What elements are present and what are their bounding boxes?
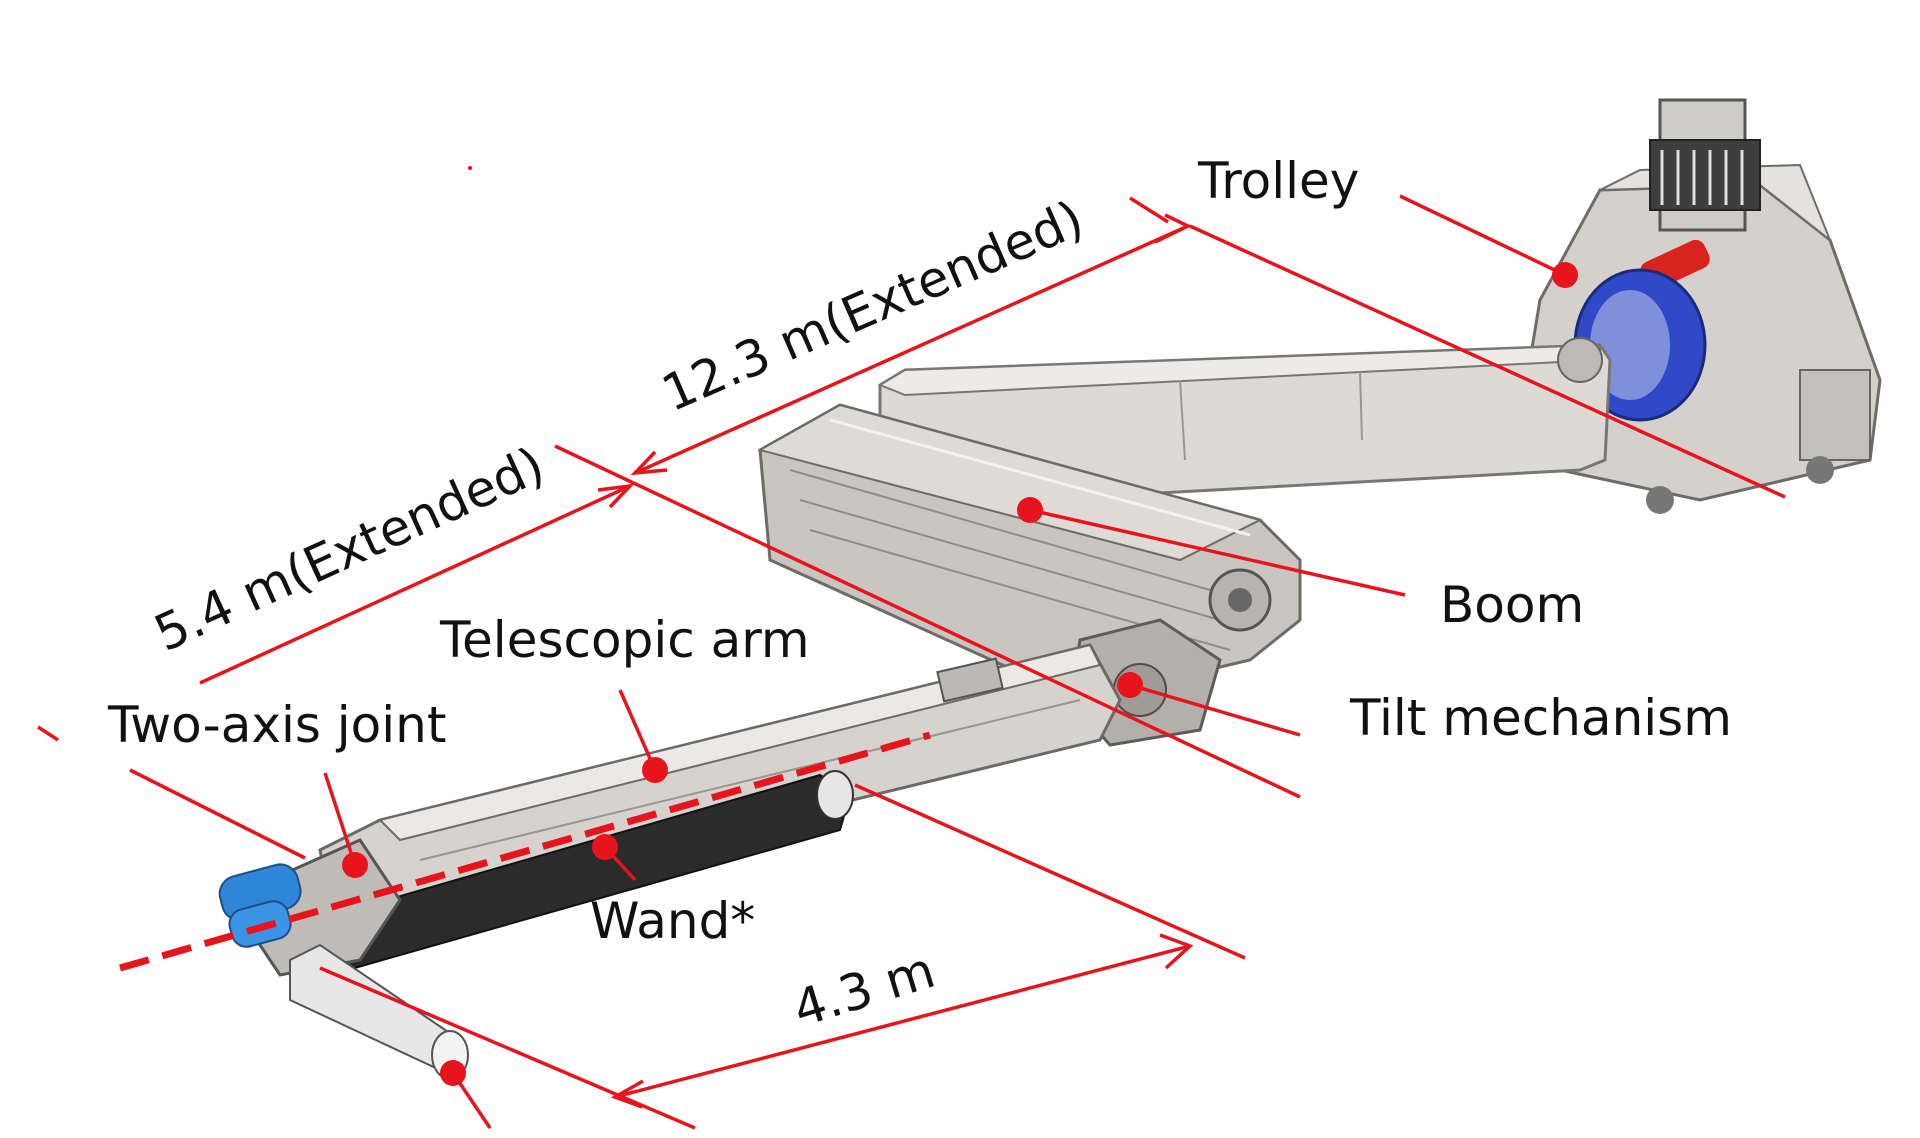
label-two-axis-joint: Two-axis joint (107, 696, 446, 754)
arm-dim-line (199, 484, 631, 685)
telescopic-arm-marker (642, 757, 668, 783)
boom-dim-extension-far (1189, 224, 1786, 499)
boom-dim-arrow-right (1154, 213, 1193, 244)
boom-dim-extension-left (554, 444, 1301, 799)
trolley-leader-line (1399, 194, 1566, 277)
two-axis-joint-drawing (218, 838, 469, 1080)
wand-dim-arrow-left (610, 1079, 644, 1109)
wand-dim-arrow-right (1159, 933, 1194, 970)
wand-dim-extension-bottom (319, 966, 696, 1130)
annotation-layer (37, 166, 1786, 1130)
tilt-leader-line (1129, 683, 1301, 737)
end-effector-marker (440, 1060, 466, 1086)
arm-dim-extension-left (37, 725, 59, 742)
label-wand: Wand* (590, 892, 755, 950)
label-tilt-mechanism: Tilt mechanism (1349, 689, 1732, 747)
telescopic-arm-drawing (318, 643, 1122, 907)
wand-dim-line (614, 944, 1191, 1099)
boom-leader-line (1029, 508, 1406, 597)
boom-marker (1017, 497, 1043, 523)
boom-dim-line (634, 224, 1189, 475)
trolley-drawing (1518, 98, 1882, 514)
boom-dim-extension-right (1129, 196, 1169, 224)
dim-wand-length: 4.3 m (787, 941, 942, 1039)
label-telescopic-arm: Telescopic arm (439, 611, 810, 669)
label-boom: Boom (1440, 576, 1584, 634)
red-speck (468, 166, 472, 170)
joint-extension-line (129, 768, 306, 860)
two-axis-joint-marker (342, 852, 368, 878)
label-trolley: Trolley (1197, 152, 1359, 210)
boom-dim-arrow-left (630, 450, 668, 476)
arm-dim-arrow-right (597, 483, 635, 509)
arm-centerline (119, 731, 931, 972)
boom-drawing (877, 337, 1612, 502)
machine-illustration (218, 98, 1882, 1080)
wand-marker (592, 834, 618, 860)
wand-dim-extension-top (854, 783, 1246, 960)
telescopic-arm-leader-line (618, 689, 657, 771)
tilt-marker (1117, 672, 1143, 698)
trolley-marker (1552, 262, 1578, 288)
two-axis-joint-leader-line (323, 772, 357, 866)
